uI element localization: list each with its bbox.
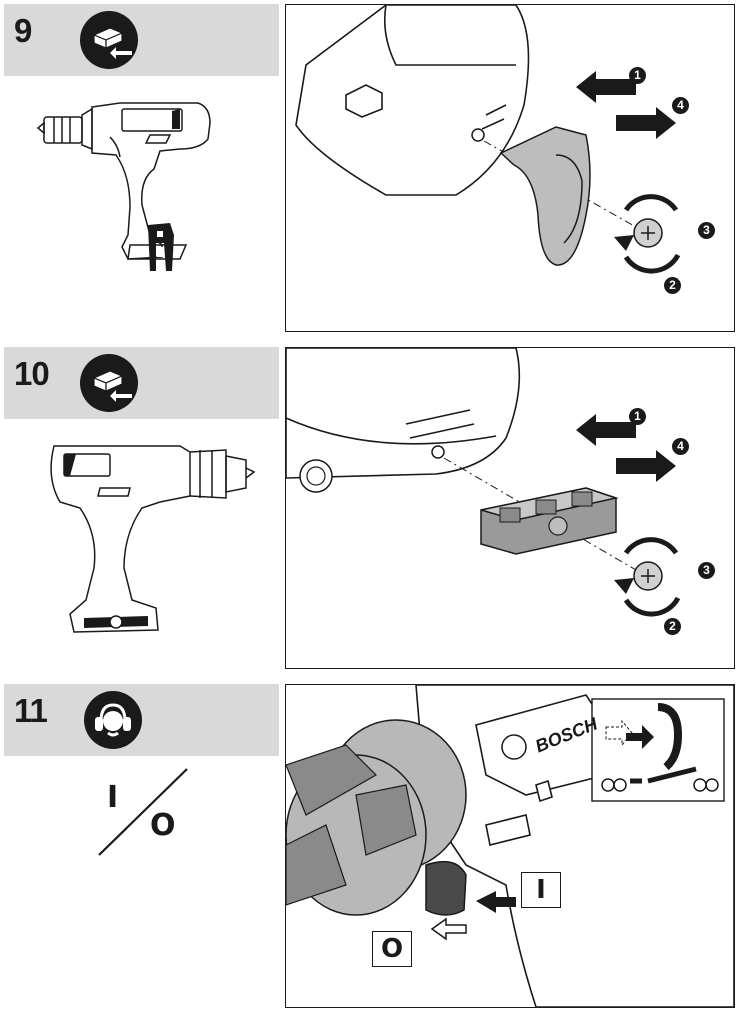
step-10-detail-panel: 1 4 3 2 <box>285 347 735 669</box>
callout-1: 1 <box>629 408 646 425</box>
step-9-detail-panel: 1 4 3 2 <box>285 4 735 332</box>
step-header-bar: 9 <box>4 4 279 76</box>
step-11: 11 I O <box>0 680 739 1012</box>
callout-2: 2 <box>664 618 681 635</box>
switch-on-symbol: I <box>107 780 119 815</box>
step-9: 9 <box>0 0 739 335</box>
step-11-detail-panel: BOSCH I O <box>285 684 735 1008</box>
callout-1: 1 <box>629 67 646 84</box>
step-header-bar: 10 <box>4 347 279 419</box>
step-number: 9 <box>14 12 32 49</box>
callout-3: 3 <box>698 562 715 579</box>
step-header-bar: 11 <box>4 684 279 756</box>
hearing-protection-icon <box>84 691 142 749</box>
callout-4: 4 <box>672 438 689 455</box>
switch-off-symbol: O <box>150 808 176 843</box>
drill-with-bit-holder-illustration <box>50 445 256 633</box>
callout-4: 4 <box>672 97 689 114</box>
battery-remove-icon <box>80 354 138 412</box>
drill-with-belt-clip-illustration <box>36 102 211 271</box>
switch-slash-icon <box>98 768 188 856</box>
callout-3: 3 <box>698 222 715 239</box>
step-number: 10 <box>14 355 50 392</box>
switch-off-label: O <box>372 931 412 967</box>
switch-on-label: I <box>521 872 561 908</box>
battery-remove-icon <box>80 11 138 69</box>
step-number: 11 <box>14 692 48 729</box>
step-10: 10 <box>0 343 739 673</box>
callout-2: 2 <box>664 277 681 294</box>
